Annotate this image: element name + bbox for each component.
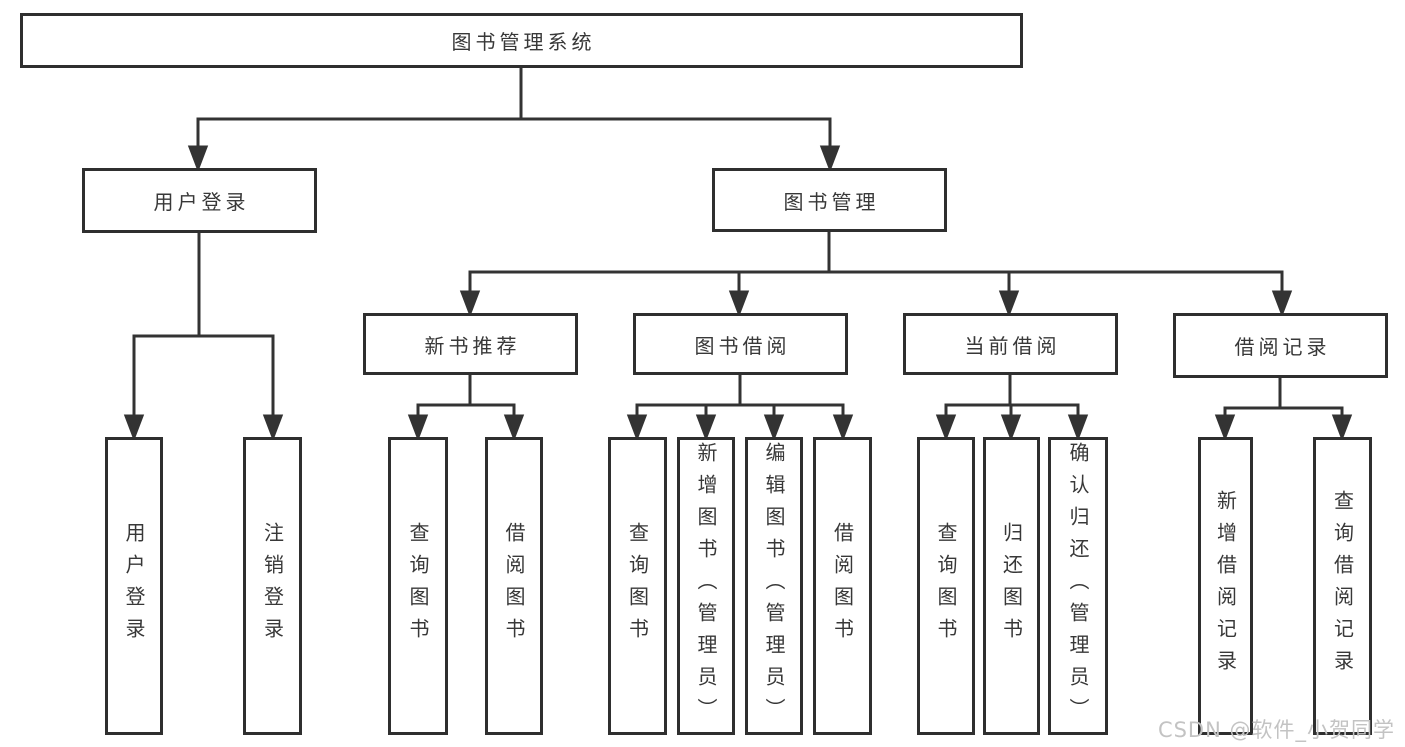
leaf-query-books-borrow: 查询图书 (608, 437, 667, 735)
csdn-watermark: CSDN @软件_小贺同学 (1157, 718, 1395, 742)
node-user-login-branch: 用户登录 (82, 168, 317, 233)
node-library-system: 图书管理系统 (20, 13, 1023, 68)
leaf-logout: 注销登录 (243, 437, 302, 735)
leaf-confirm-return-admin: 确认归还（管理员） (1048, 437, 1108, 735)
node-new-book-recommend: 新书推荐 (363, 313, 578, 375)
leaf-query-borrow-record: 查询借阅记录 (1313, 437, 1372, 735)
leaf-edit-books-admin: 编辑图书（管理员） (745, 437, 803, 735)
node-current-borrow: 当前借阅 (903, 313, 1118, 375)
node-borrow-records: 借阅记录 (1173, 313, 1388, 378)
leaf-borrow-books: 借阅图书 (813, 437, 872, 735)
node-book-borrow: 图书借阅 (633, 313, 848, 375)
node-book-management-branch: 图书管理 (712, 168, 947, 232)
leaf-query-books-recommend: 查询图书 (388, 437, 448, 735)
leaf-user-login: 用户登录 (105, 437, 163, 735)
leaf-add-borrow-record: 新增借阅记录 (1198, 437, 1253, 735)
leaf-borrow-books-recommend: 借阅图书 (485, 437, 543, 735)
leaf-add-books-admin: 新增图书（管理员） (677, 437, 735, 735)
leaf-return-books: 归还图书 (983, 437, 1040, 735)
leaf-query-books-current: 查询图书 (917, 437, 975, 735)
